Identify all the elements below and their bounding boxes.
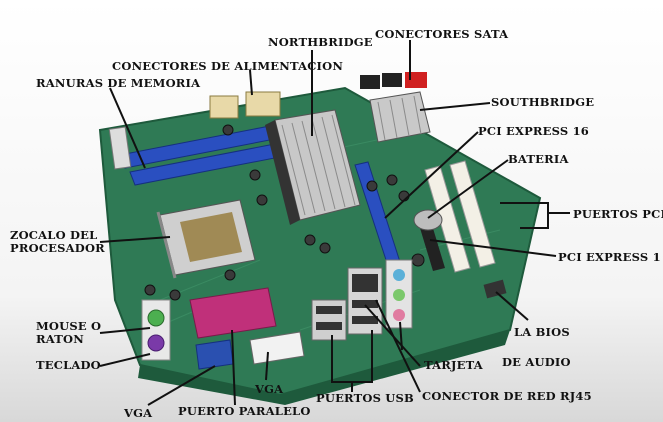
label-northbridge: NORTHBRIDGE bbox=[268, 35, 373, 49]
northbridge-heatsink bbox=[265, 109, 361, 225]
power-connector-2 bbox=[245, 91, 281, 117]
label-southbridge: SOUTHBRIDGE bbox=[491, 95, 595, 109]
label-vga-left: VGA bbox=[124, 406, 153, 420]
mouse-port bbox=[147, 309, 165, 327]
label-pci-slots: PUERTOS PCI bbox=[573, 207, 663, 221]
vga-port bbox=[195, 339, 234, 370]
keyboard-port bbox=[147, 334, 165, 352]
dvi-port bbox=[249, 331, 305, 365]
label-power: CONECTORES DE ALIMENTACION bbox=[112, 59, 344, 73]
label-audio: DE AUDIO bbox=[502, 355, 571, 369]
power-connector bbox=[209, 95, 239, 119]
label-pcie16: PCI EXPRESS 16 bbox=[478, 124, 590, 138]
cmos-battery bbox=[413, 209, 443, 231]
bios-chip bbox=[483, 279, 507, 299]
label-bios: LA BIOS bbox=[514, 325, 570, 339]
label-mouse: MOUSE O RATON bbox=[36, 319, 102, 346]
label-parallel: PUERTO PARALELO bbox=[178, 404, 311, 418]
label-keyboard: TECLADO bbox=[36, 358, 101, 372]
label-vga-right: VGA bbox=[255, 382, 284, 396]
parallel-port bbox=[189, 287, 277, 339]
label-card: TARJETA bbox=[424, 358, 483, 372]
memory-slots bbox=[108, 124, 291, 186]
pci-slots bbox=[424, 160, 496, 273]
pointer-lines bbox=[99, 40, 570, 406]
pcb-shading bbox=[138, 330, 510, 405]
label-rj45: CONECTOR DE RED RJ45 bbox=[422, 389, 592, 403]
southbridge-heatsink bbox=[369, 91, 431, 143]
cpu-socket bbox=[156, 199, 256, 279]
label-cpu-socket: ZOCALO DEL PROCESADOR bbox=[10, 228, 105, 255]
label-usb: PUERTOS USB bbox=[316, 391, 414, 405]
sata-connectors bbox=[360, 72, 427, 89]
label-battery: BATERIA bbox=[508, 152, 569, 166]
capacitors bbox=[144, 124, 425, 301]
label-sata: CONECTORES SATA bbox=[375, 27, 509, 41]
label-pcie1: PCI EXPRESS 1 bbox=[558, 250, 661, 264]
pcie1-slot bbox=[420, 225, 445, 271]
label-memory: RANURAS DE MEMORIA bbox=[36, 76, 201, 90]
